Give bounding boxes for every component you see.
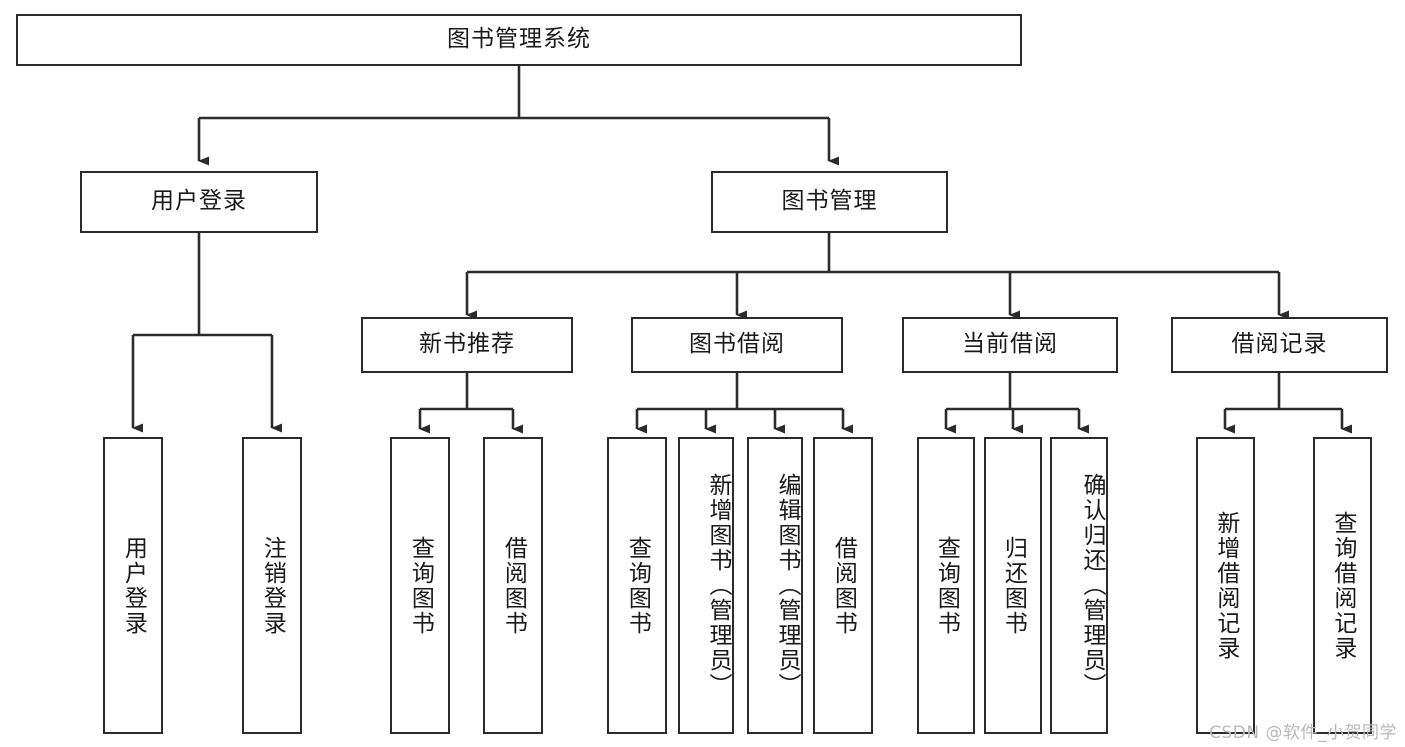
node-label: 用户登录	[151, 188, 247, 215]
node-label: 图书管理系统	[447, 26, 591, 53]
leaf-recommend-query-book[interactable]: 查询图书	[390, 437, 450, 734]
node-borrow-record[interactable]: 借阅记录	[1171, 317, 1388, 373]
node-label: 图书借阅	[689, 331, 785, 358]
node-label: 确认归还（管理员）	[1079, 473, 1105, 698]
leaf-record-add-record[interactable]: 新增借阅记录	[1196, 437, 1255, 734]
node-label: 注销登录	[259, 535, 286, 636]
leaf-user-login-login[interactable]: 用户登录	[103, 437, 163, 734]
node-label: 查询图书	[624, 535, 651, 636]
node-label: 查询图书	[933, 535, 960, 636]
node-current-borrow[interactable]: 当前借阅	[902, 317, 1118, 373]
leaf-borrow-add-book-admin[interactable]: 新增图书（管理员）	[678, 437, 734, 734]
node-label: 新增借阅记录	[1212, 510, 1239, 661]
node-label: 归还图书	[1000, 535, 1027, 636]
leaf-current-return-book[interactable]: 归还图书	[984, 437, 1042, 734]
node-label: 借阅图书	[500, 535, 527, 636]
node-label: 图书管理	[781, 188, 878, 215]
node-label: 借阅图书	[830, 535, 857, 636]
node-new-book-recommend[interactable]: 新书推荐	[361, 317, 573, 373]
leaf-current-confirm-return-admin[interactable]: 确认归还（管理员）	[1050, 437, 1108, 734]
node-label: 新增图书（管理员）	[705, 473, 731, 698]
leaf-borrow-edit-book-admin[interactable]: 编辑图书（管理员）	[747, 437, 803, 734]
watermark-csdn: CSDN @软件_小贺同学	[1209, 723, 1397, 743]
leaf-user-login-logout[interactable]: 注销登录	[242, 437, 302, 734]
node-label: 用户登录	[120, 535, 147, 636]
node-label: 查询借阅记录	[1329, 510, 1356, 661]
node-label: 借阅记录	[1231, 331, 1328, 358]
node-label: 当前借阅	[962, 331, 1058, 358]
leaf-recommend-borrow-book[interactable]: 借阅图书	[483, 437, 543, 734]
node-label: 查询图书	[407, 535, 434, 636]
node-user-login[interactable]: 用户登录	[80, 171, 318, 233]
leaf-current-query-book[interactable]: 查询图书	[917, 437, 975, 734]
leaf-borrow-borrow-book[interactable]: 借阅图书	[813, 437, 873, 734]
node-book-management[interactable]: 图书管理	[711, 171, 948, 233]
leaf-record-query-record[interactable]: 查询借阅记录	[1313, 437, 1372, 734]
node-book-borrow[interactable]: 图书借阅	[631, 317, 843, 373]
node-label: 新书推荐	[419, 331, 515, 358]
leaf-borrow-query-book[interactable]: 查询图书	[607, 437, 667, 734]
node-label: 编辑图书（管理员）	[774, 473, 800, 698]
node-root-system[interactable]: 图书管理系统	[16, 14, 1022, 66]
